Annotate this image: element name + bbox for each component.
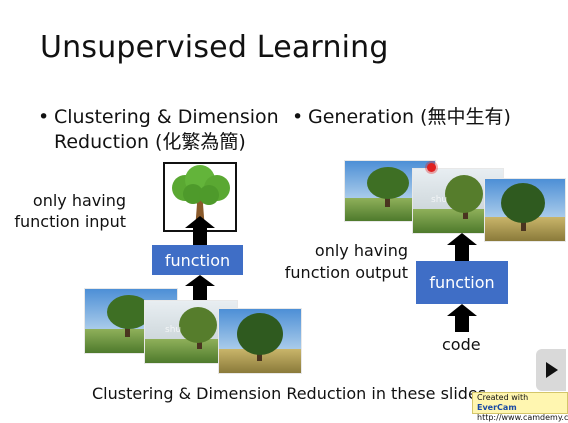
left-label-line1: only having — [32, 191, 126, 210]
bullet-clustering-line2: Reduction (化繁為簡) — [54, 131, 246, 153]
bullet-dot: • — [292, 106, 304, 128]
bullet-clustering-line1: Clustering & Dimension — [54, 106, 279, 128]
right-label-line1: only having — [314, 241, 408, 260]
code-label: code — [442, 335, 481, 354]
right-label-line2: function output — [284, 263, 408, 282]
tree-photo — [218, 308, 302, 374]
bullet-generation: Generation (無中生有) — [308, 106, 511, 128]
tree-photo — [484, 178, 566, 242]
watermark: shu — [165, 325, 182, 335]
arrow-up-icon — [447, 233, 477, 261]
slide-title: Unsupervised Learning — [40, 30, 389, 65]
arrow-up-icon — [185, 275, 215, 301]
function-box-left: function — [152, 245, 243, 275]
left-label-line2: function input — [14, 212, 126, 231]
arrow-up-icon — [447, 304, 477, 332]
evercam-watermark: Created with EverCam http://www.camdemy.… — [472, 392, 568, 422]
slide-caption: Clustering & Dimension Reduction in thes… — [92, 384, 487, 403]
cursor-dot — [427, 163, 436, 172]
function-box-right: function — [416, 261, 508, 304]
evercam-brand: EverCam — [477, 403, 517, 412]
arrow-up-icon — [185, 216, 215, 246]
evercam-line1: Created with — [477, 393, 529, 402]
tree-icon — [163, 162, 237, 232]
evercam-url: http://www.camdemy.com — [477, 413, 568, 422]
bullet-dot: • — [38, 106, 50, 128]
watermark: shu — [431, 195, 448, 205]
play-icon[interactable] — [536, 349, 566, 391]
